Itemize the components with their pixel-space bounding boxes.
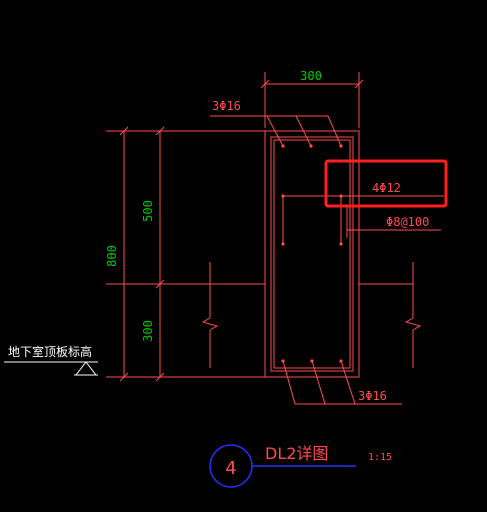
beam-section xyxy=(264,130,360,378)
ground-level-label: 地下室顶板标高 xyxy=(8,344,92,359)
slab-left xyxy=(201,262,265,368)
detail-title: DL2详图 xyxy=(265,444,328,463)
detail-scale: 1:15 xyxy=(368,452,392,463)
stirrup-label: Φ8@100 xyxy=(386,215,429,229)
width-dimension xyxy=(260,72,364,128)
side-rebar-label: 4Φ12 xyxy=(372,181,401,195)
height-dimensions xyxy=(106,126,265,382)
detail-number: 4 xyxy=(225,458,236,479)
rebar-points xyxy=(281,144,343,363)
top-rebar-label: 3Φ16 xyxy=(212,99,241,113)
slab-right xyxy=(359,262,422,368)
highlight-box xyxy=(324,159,448,208)
ground-level-marker xyxy=(4,361,98,376)
width-dimension-label: 300 xyxy=(300,69,322,83)
rebar-leaders xyxy=(210,115,444,405)
overall-height-label: 800 xyxy=(105,245,119,267)
lower-height-label: 300 xyxy=(141,320,155,342)
upper-height-label: 500 xyxy=(141,200,155,222)
bottom-rebar-label: 3Φ16 xyxy=(358,389,387,403)
